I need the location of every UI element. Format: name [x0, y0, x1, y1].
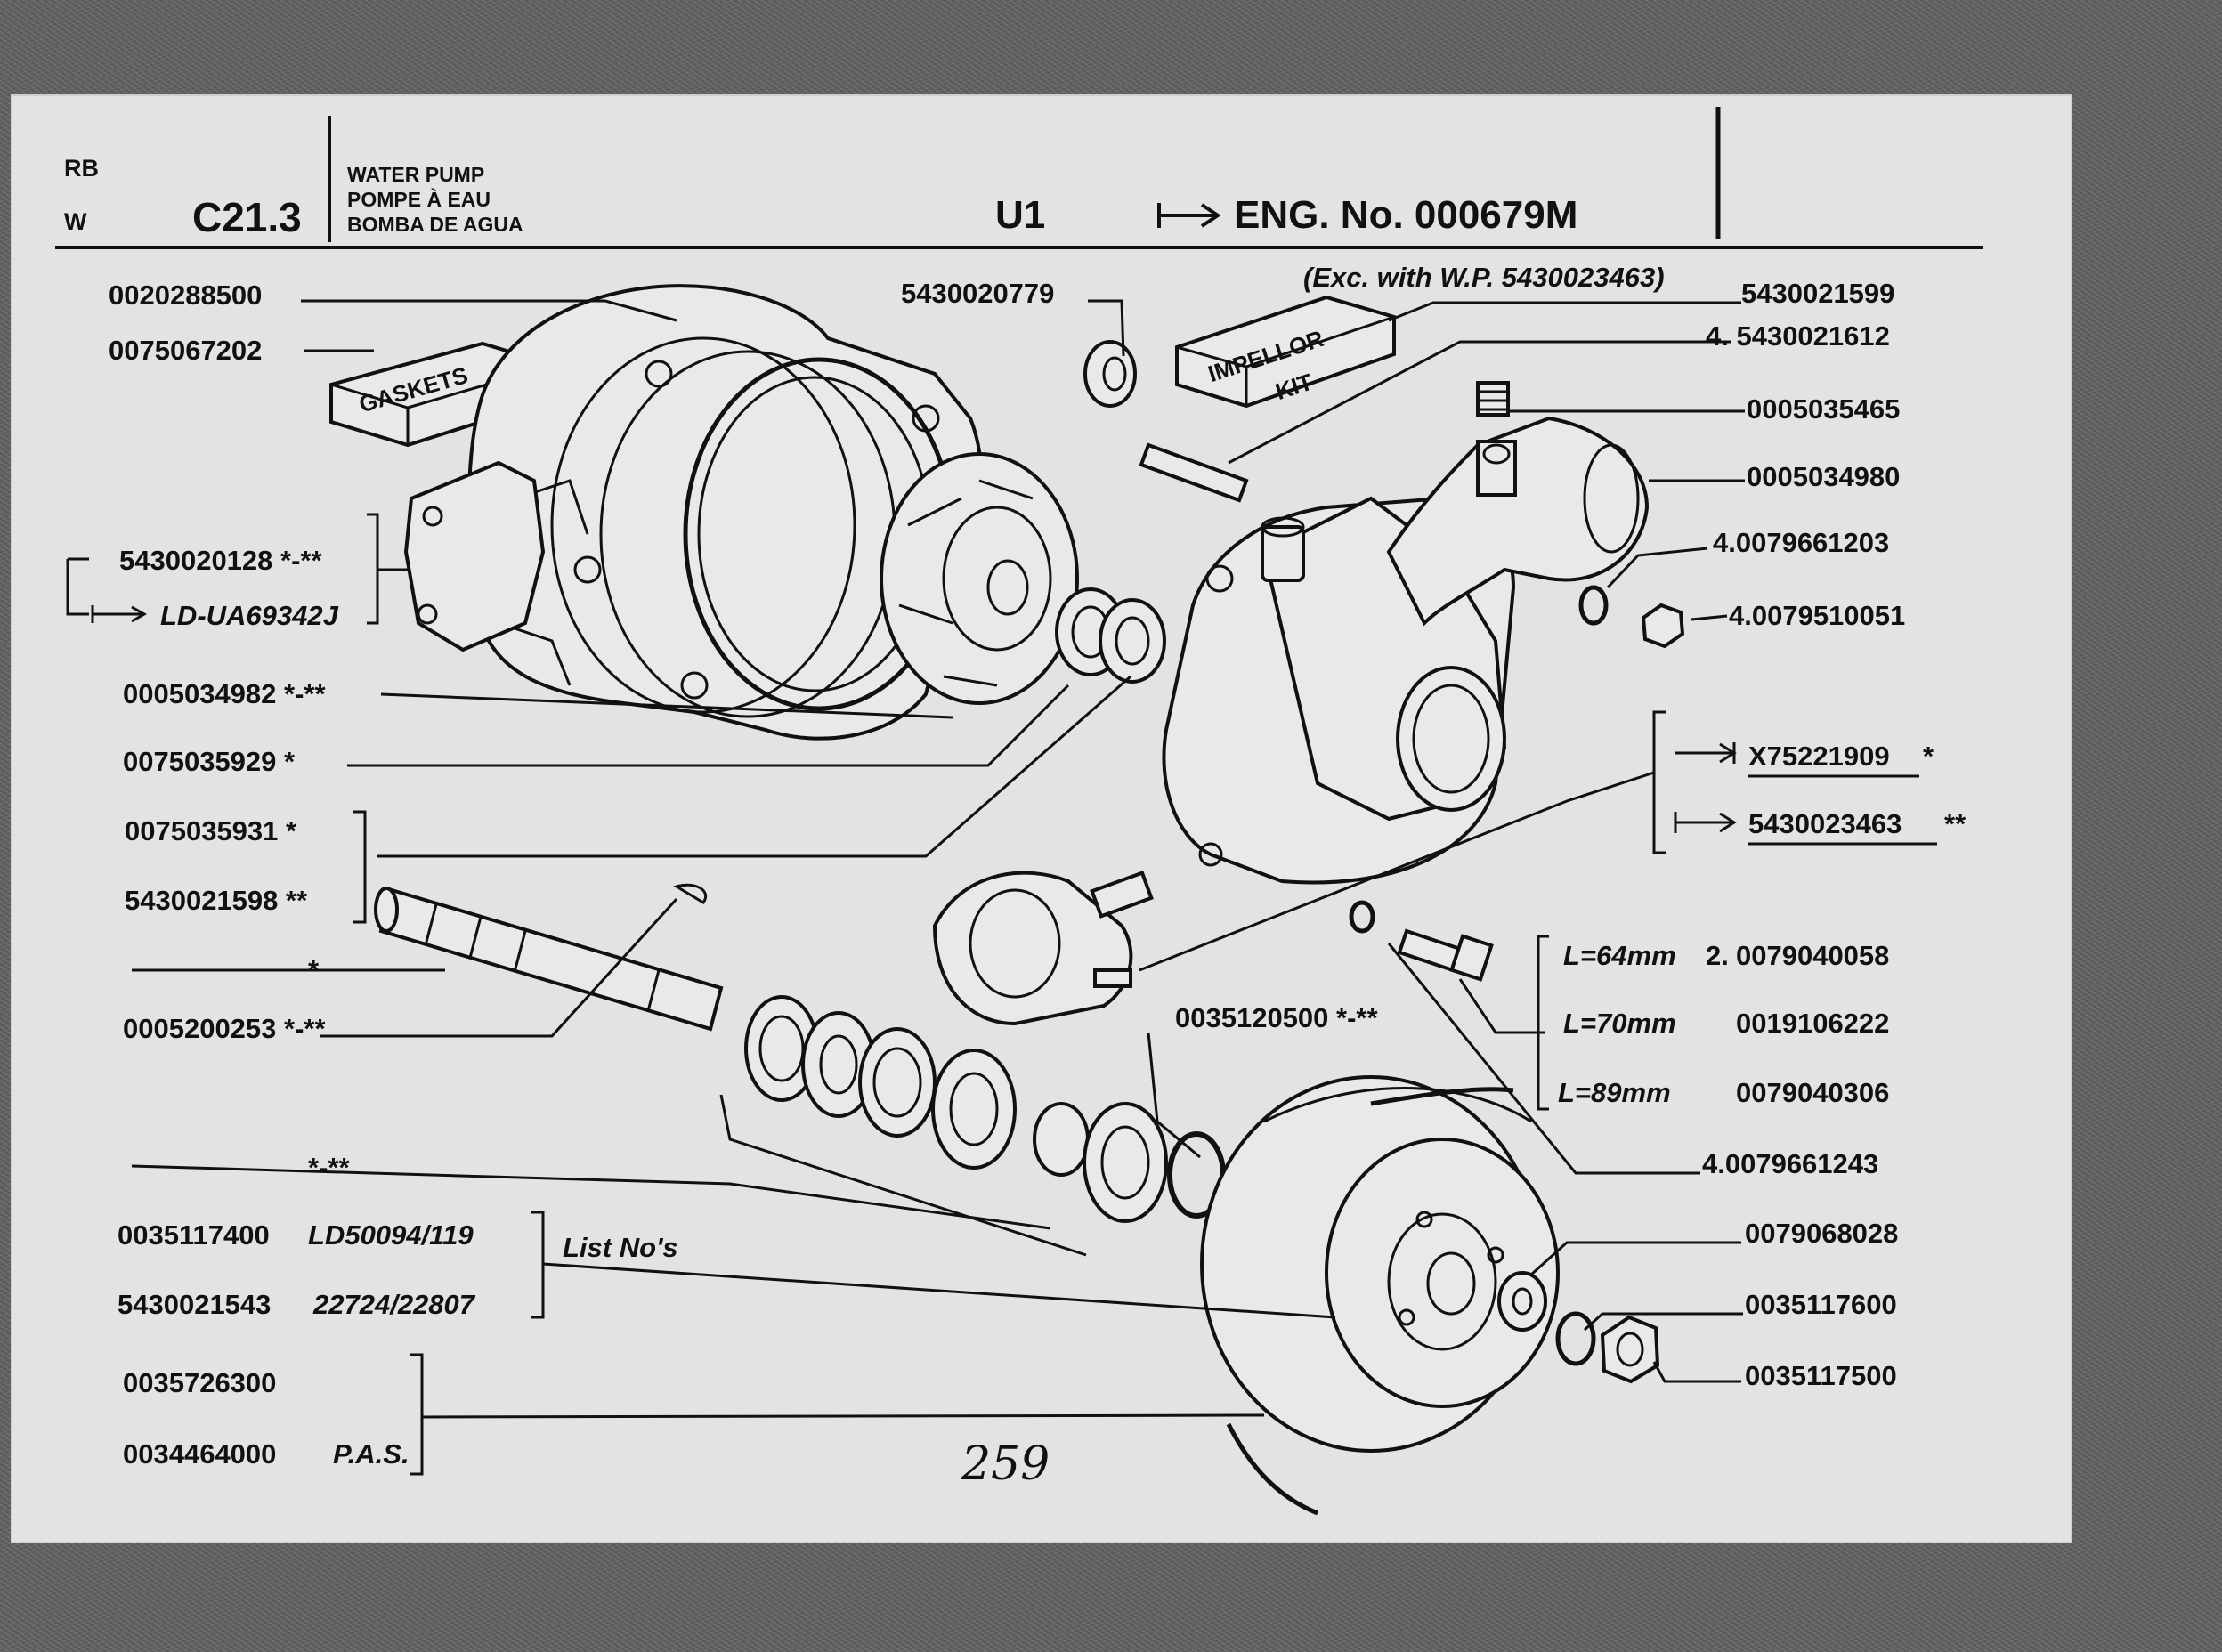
right-labels: 5430021599 4. 5430021612 0005035465 0005… [1558, 278, 1967, 1391]
label-0020288500: 0020288500 [109, 279, 262, 311]
right-hardware [1349, 585, 1685, 982]
label-star-double-star: *-** [308, 1152, 350, 1183]
leader-lines [131, 299, 1745, 1419]
label-0075067202: 0075067202 [109, 335, 262, 366]
arrow-icon [1675, 742, 1737, 764]
left-labels: 0020288500 0075067202 5430020128 *-** LD… [91, 279, 476, 1470]
label-0034464000: 0034464000 [123, 1438, 276, 1470]
header-rb: RB [64, 155, 99, 182]
label-0005035465: 0005035465 [1747, 393, 1900, 425]
label-0035120500: 0035120500 *-** [1175, 1002, 1378, 1033]
label-l64: L=64mm [1563, 940, 1676, 971]
label-0035117500: 0035117500 [1745, 1360, 1897, 1391]
label-star: * [308, 954, 320, 985]
drive-belt [1226, 1087, 1514, 1516]
spacer-washer [1083, 340, 1137, 408]
label-0019106222: 0019106222 [1736, 1008, 1889, 1039]
label-5430020128: 5430020128 *-** [119, 545, 322, 576]
label-qty-2: 2. [1706, 940, 1729, 971]
header-title-fr: POMPE À EAU [347, 187, 491, 211]
top-fitting [1476, 381, 1510, 417]
label-5430021543: 5430021543 [118, 1289, 271, 1320]
pulley [1200, 1075, 1560, 1453]
label-5430023463: 5430023463 [1748, 808, 1902, 839]
header-section-code: C21.3 [192, 194, 302, 240]
label-0075035929: 0075035929 * [123, 746, 296, 777]
label-0075035931: 0075035931 * [125, 815, 297, 846]
brackets [66, 513, 1666, 1476]
handwritten-page-number: 259 [961, 1437, 1050, 1491]
label-0035726300: 0035726300 [123, 1367, 276, 1398]
auxiliary-pump [932, 871, 1154, 1026]
label-0079510051: 4.0079510051 [1729, 600, 1905, 631]
label-x75221909: X75221909 [1748, 741, 1890, 772]
label-0035117600: 0035117600 [1745, 1289, 1897, 1320]
arrow-icon [1674, 812, 1737, 833]
label-pas: P.A.S. [333, 1438, 410, 1470]
drive-shaft [374, 883, 724, 1032]
seal-rings [1055, 587, 1166, 684]
label-0079068028: 0079068028 [1745, 1218, 1898, 1249]
label-0079661243: 4.0079661243 [1702, 1148, 1878, 1179]
header-w: W [64, 208, 87, 235]
label-0005200253: 0005200253 *-** [123, 1013, 326, 1044]
stud [1139, 442, 1249, 503]
label-ld-ua69342j: LD-UA69342J [160, 600, 339, 631]
impeller [880, 452, 1079, 705]
label-0005034982: 0005034982 *-** [123, 678, 326, 709]
exception-note: (Exc. with W.P. 5430023463) [1303, 262, 1665, 293]
label-0035117400: 0035117400 [118, 1219, 270, 1251]
arrow-icon [1157, 203, 1221, 228]
list-numbers-note: List No's [563, 1232, 678, 1263]
label-0079040306: 0079040306 [1736, 1077, 1889, 1108]
label-0079661203: 4.0079661203 [1713, 527, 1889, 558]
header-model: U1 [995, 193, 1045, 237]
label-5430020779: 5430020779 [901, 278, 1054, 309]
label-5430021599: 5430021599 [1741, 278, 1894, 309]
label-22724-22807: 22724/22807 [312, 1289, 476, 1320]
label-ld50094-119: LD50094/119 [308, 1219, 474, 1251]
label-5430023463-suffix: ** [1944, 808, 1967, 839]
label-0005034980: 0005034980 [1747, 461, 1900, 492]
bearing-stack [744, 995, 1226, 1223]
header-title-es: BOMBA DE AGUA [347, 213, 523, 236]
label-5430021612: 4. 5430021612 [1706, 320, 1890, 352]
label-0079040058: 0079040058 [1736, 940, 1889, 971]
impeller-kit-box: IMPELLOR KIT [1175, 295, 1396, 409]
label-5430021598: 5430021598 ** [125, 885, 308, 916]
outlet-elbow [1386, 416, 1650, 627]
header-title-en: WATER PUMP [347, 163, 484, 186]
label-l70: L=70mm [1563, 1008, 1676, 1039]
mounting-gasket-plate [403, 460, 546, 652]
header-engine-number: ENG. No. 000679M [1234, 193, 1577, 237]
header: RB W C21.3 WATER PUMP POMPE À EAU BOMBA … [55, 107, 1983, 249]
label-l89: L=89mm [1558, 1077, 1671, 1108]
arrow-icon [91, 605, 148, 623]
pulley-washers-and-nut [1497, 1271, 1660, 1384]
label-x75221909-suffix: * [1923, 741, 1934, 772]
center-labels: 5430020779 0035120500 *-** (Exc. with W.… [563, 262, 1665, 1491]
